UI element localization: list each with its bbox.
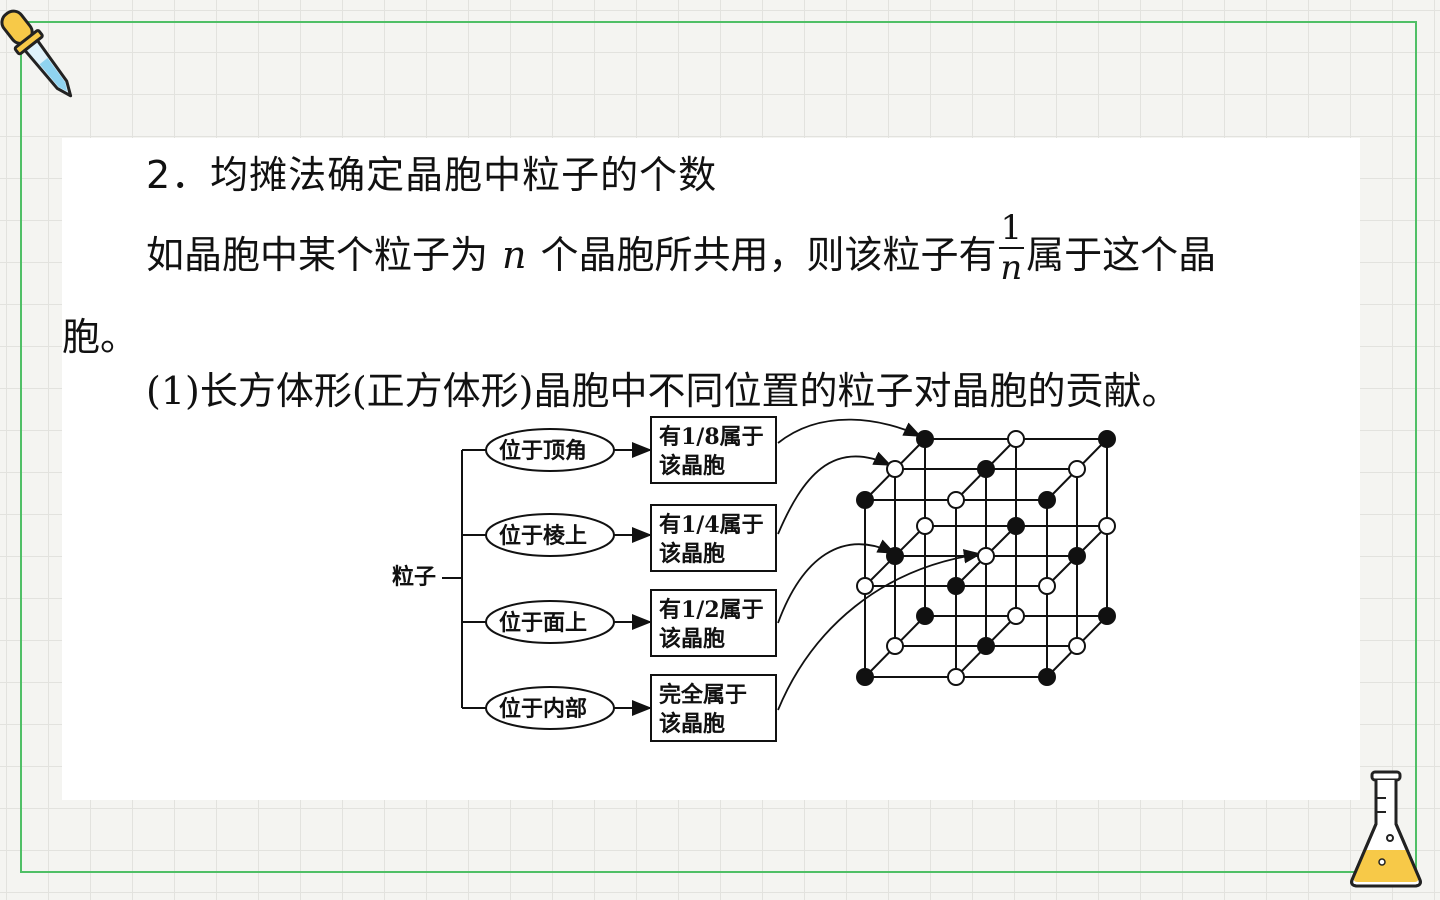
paragraph-cuboid-contribution: (1)长方体形(正方体形)晶胞中不同位置的粒子对晶胞的贡献。	[146, 369, 1180, 413]
share-line: 有1/8属于	[659, 424, 764, 450]
share-box-vertex	[650, 416, 777, 484]
position-label: 位于顶角	[499, 438, 587, 464]
position-label: 位于面上	[499, 610, 587, 636]
flask-icon	[1350, 770, 1422, 888]
share-box-edge	[650, 504, 777, 572]
root-label: 粒子	[392, 564, 436, 590]
contribution-diagram: 粒子 位于顶角 有1/8属于 该晶胞 位于棱上 有1/4属于 该晶胞 位于面上 …	[392, 416, 1116, 742]
fraction-numerator: 1	[998, 207, 1025, 249]
share-line: 完全属于	[659, 682, 747, 708]
share-line: 该晶胞	[659, 626, 725, 652]
share-line: 该晶胞	[659, 711, 725, 737]
position-label: 位于内部	[499, 696, 587, 722]
fraction-denominator: n	[1000, 247, 1023, 288]
share-line: 有1/2属于	[659, 597, 764, 623]
slide-frame	[20, 21, 1417, 873]
share-box-interior	[650, 674, 777, 742]
paragraph-wrap-line: 胞。	[62, 315, 139, 359]
lattice-atoms	[856, 430, 1116, 686]
dropper-icon	[0, 9, 73, 98]
section-heading: 2．均摊法确定晶胞中粒子的个数	[146, 153, 718, 197]
variable-n: n	[502, 233, 527, 277]
share-line: 该晶胞	[659, 541, 725, 567]
text-segment: 如晶胞中某个粒子为	[146, 233, 489, 277]
text-segment: 属于这个晶	[1026, 233, 1217, 277]
share-box-face	[650, 589, 777, 657]
share-line: 有1/4属于	[659, 512, 764, 538]
share-line: 该晶胞	[659, 453, 725, 479]
position-label: 位于棱上	[499, 523, 587, 549]
text-segment: 个晶胞所共用，则该粒子有	[540, 233, 997, 277]
